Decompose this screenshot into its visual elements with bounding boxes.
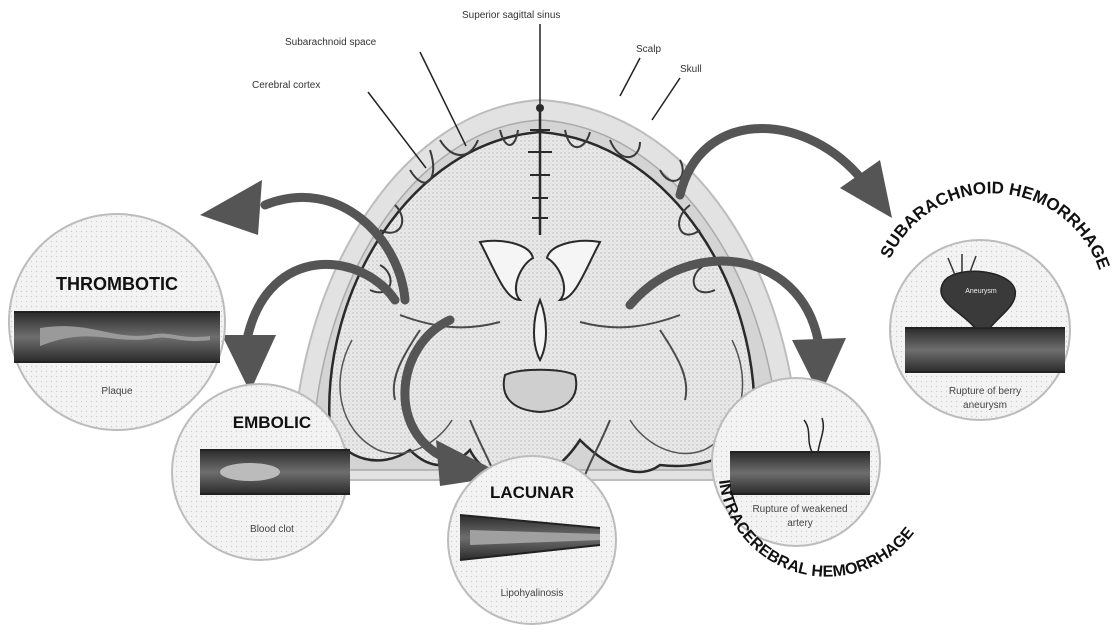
label-skull: Skull <box>680 64 702 75</box>
intracerebral-caption-line1: Rupture of weakened <box>752 504 847 515</box>
label-subarachnoid-space: Subarachnoid space <box>285 37 377 48</box>
brainstem <box>504 370 576 412</box>
sinus-marker <box>536 104 544 112</box>
leader-cortex <box>368 92 426 168</box>
lacunar-title: LACUNAR <box>490 483 574 502</box>
subarachnoid-caption-line2: aneurysm <box>963 400 1007 411</box>
subarachnoid-caption-line1: Rupture of berry <box>949 386 1021 397</box>
vessel-thrombotic <box>14 312 220 362</box>
thrombotic-title: THROMBOTIC <box>56 274 178 294</box>
leader-skull <box>652 78 680 120</box>
panel-embolic: EMBOLIC Blood clot <box>172 384 350 560</box>
vessel-embolic <box>200 450 350 494</box>
label-scalp: Scalp <box>636 44 661 55</box>
panel-thrombotic: THROMBOTIC Plaque <box>9 214 225 430</box>
embolic-caption: Blood clot <box>250 524 294 535</box>
label-cerebral-cortex: Cerebral cortex <box>252 80 320 91</box>
leader-scalp <box>620 58 640 96</box>
panel-lacunar: LACUNAR Lipohyalinosis <box>448 456 616 624</box>
thrombotic-caption: Plaque <box>101 386 133 397</box>
lacunar-caption: Lipohyalinosis <box>501 588 564 599</box>
intracerebral-caption-line2: artery <box>787 518 813 529</box>
label-superior-sagittal-sinus: Superior sagittal sinus <box>462 10 560 21</box>
panel-subarachnoid: Aneurysm Rupture of berry aneurysm <box>890 240 1070 420</box>
embolic-title: EMBOLIC <box>233 413 311 432</box>
leader-subarachnoid <box>420 52 466 146</box>
aneurysm-inner-label: Aneurysm <box>965 288 997 295</box>
